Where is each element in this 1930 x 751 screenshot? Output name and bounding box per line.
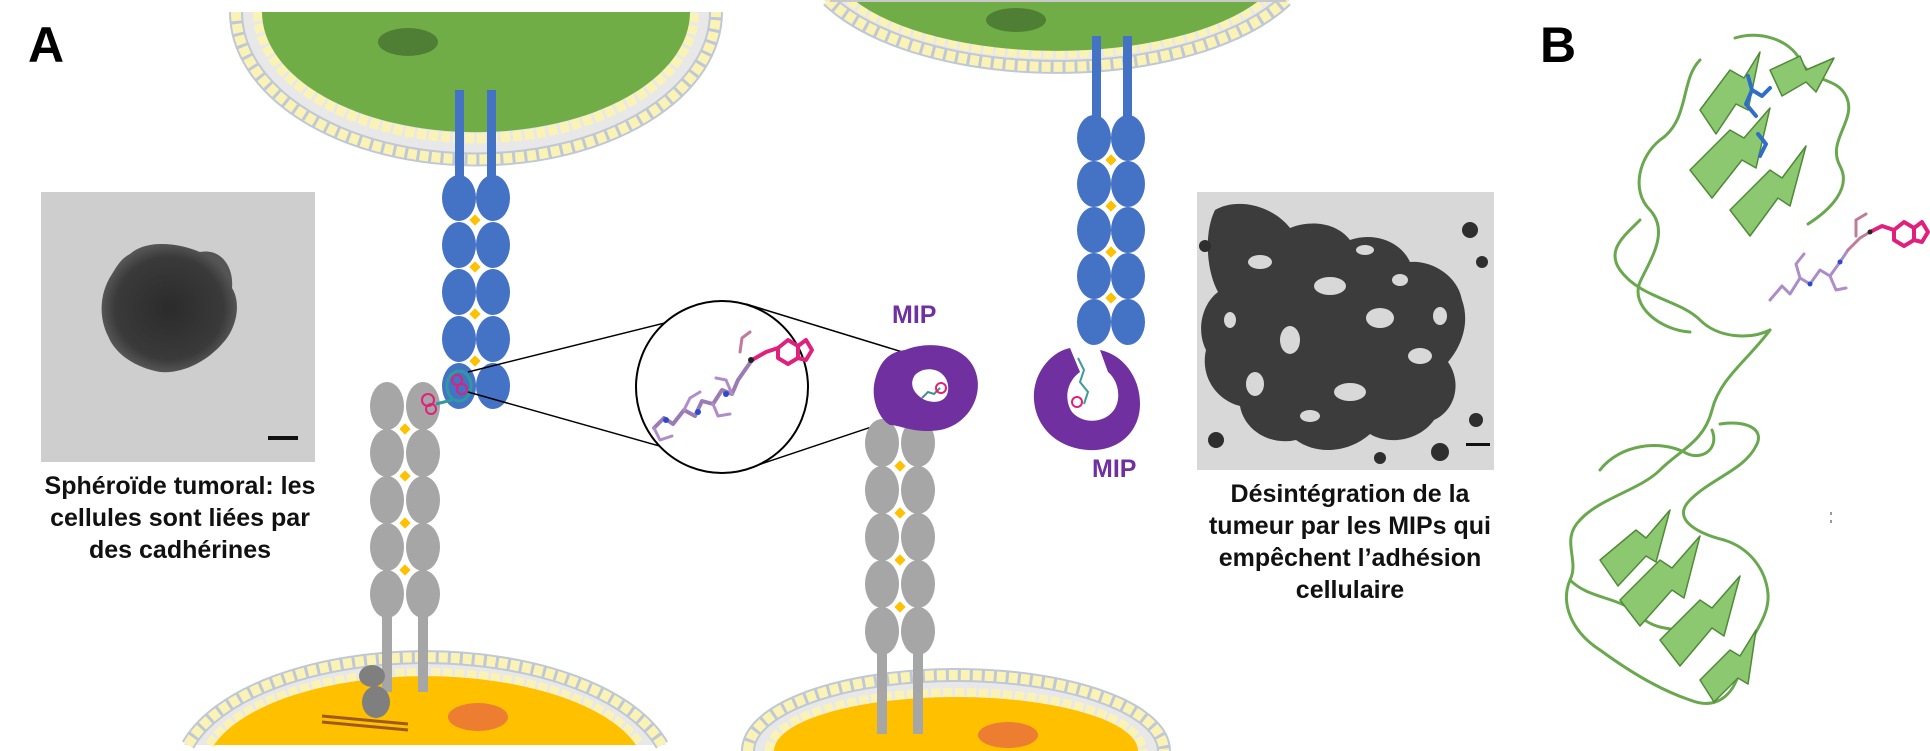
nucleus-orange-right [978,722,1038,748]
disintegrated-tumour-photo [1197,192,1494,470]
mip-label-upper: MIP [892,301,936,329]
bottom-cell-left [181,650,669,749]
right-caption-line: cellulaire [1295,576,1405,604]
right-caption-line: empêchent l’adhésion [1218,544,1482,572]
left-caption-line: cellules sont liées par [50,504,310,532]
protein-ribbon-icon [1565,33,1930,705]
left-caption: Sphéroïde tumoral: les cellules sont lié… [10,470,350,566]
mip-lower: MIP [1033,348,1140,483]
panel-b-label: B [1540,17,1577,73]
top-cell-left [229,11,723,167]
right-caption: Désintégration de la tumeur par les MIPs… [1170,478,1530,606]
mip-upper: MIP [873,301,978,432]
left-caption-line: Sphéroïde tumoral: les [44,472,316,500]
nucleus-green-right [986,8,1046,32]
cadherin-gray-left [359,382,453,718]
left-scene [181,11,723,749]
peptide-molecule-icon [652,330,814,442]
cadherin-blue-right [1077,36,1145,345]
panel-a-label: A [28,17,65,73]
nucleus-green-left [378,28,438,56]
magnifier-circle-icon [467,300,949,474]
nucleus-orange-left [448,703,508,731]
spheroid-photo [41,192,315,462]
right-scene: MIP MIP [741,0,1291,751]
right-caption-line: Désintégration de la [1230,480,1470,508]
right-caption-line: tumeur par les MIPs qui [1208,512,1491,540]
scale-bar-icon [1466,443,1490,446]
mip-label-lower: MIP [1092,455,1136,483]
bottom-cell-right [741,668,1171,751]
scale-bar-icon [268,436,298,440]
left-caption-line: des cadhérines [88,536,272,564]
cadherin-blue-left [442,90,510,409]
cadherin-gray-right [865,419,935,734]
top-cell-right [823,0,1291,74]
